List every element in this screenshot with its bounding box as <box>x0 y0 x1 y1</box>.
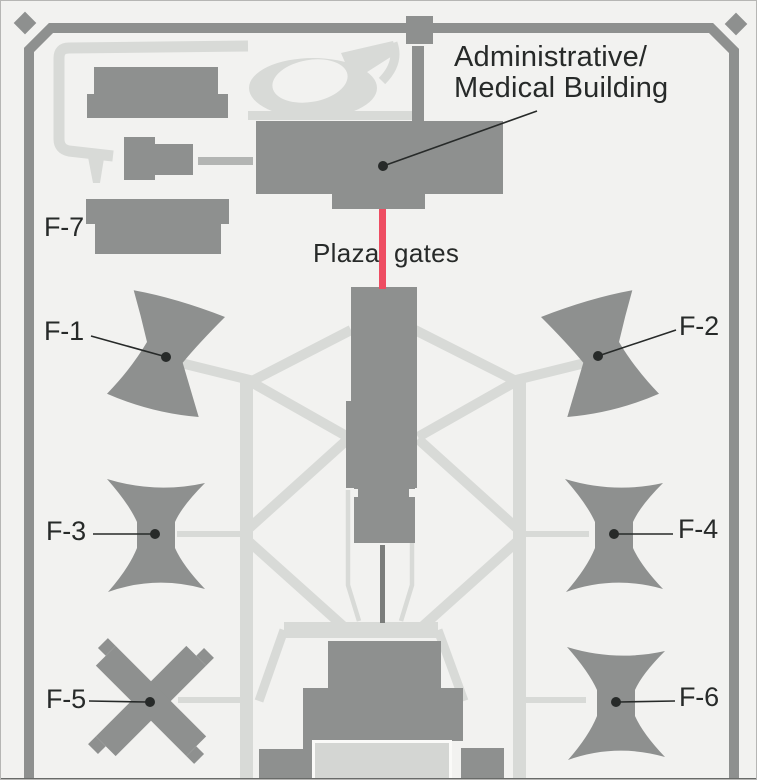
small-west-building <box>124 137 193 180</box>
courtyard <box>315 743 449 779</box>
plaza-cross-band <box>284 622 438 638</box>
plaza-building-top-tier <box>328 641 441 688</box>
east-descending-diagonal <box>419 535 524 630</box>
loop-road <box>53 40 249 162</box>
building-connector <box>198 157 253 165</box>
east-upper-diagonal <box>412 325 517 385</box>
f1-spur-path <box>179 358 256 386</box>
callout-lines <box>88 110 677 703</box>
west-upper-diagonal <box>249 325 354 386</box>
f2-callout-dot <box>593 351 603 361</box>
east-mid-diagonal <box>415 377 518 442</box>
corner-diamond-right <box>724 12 748 36</box>
label-plaza-gates: Plaza gates <box>313 238 460 268</box>
tower-notches <box>351 489 416 497</box>
northwest-building <box>87 67 228 118</box>
building-f7 <box>86 199 229 254</box>
label-f5: F-5 <box>46 684 86 714</box>
perimeter-fence <box>24 23 739 779</box>
f6-callout-dot <box>611 697 621 707</box>
oval-to-gate-wedge <box>341 41 397 81</box>
plaza-gates-line <box>379 209 386 289</box>
oval-road-infield <box>272 59 348 103</box>
admin-callout-dot <box>378 161 388 171</box>
loop-road-spout <box>87 152 105 183</box>
gate-tower-square <box>406 16 433 44</box>
north-road-band <box>248 111 413 120</box>
admin-callout-line <box>385 110 538 166</box>
label-admin-line1: Administrative/ <box>454 41 648 73</box>
tower-west-walk <box>345 490 362 622</box>
map-crop-edge <box>1 778 756 779</box>
plaza-building-mid-tier <box>303 688 463 741</box>
west-perimeter-diagonal <box>254 628 289 703</box>
f1-callout-dot <box>161 352 171 362</box>
plaza-building-left-strip <box>303 741 313 779</box>
label-f7: F-7 <box>44 212 84 242</box>
label-admin-building: Administrative/ Medical Building <box>454 42 668 104</box>
f5-callout-dot <box>145 697 155 707</box>
f2-spur-path <box>510 358 587 386</box>
west-lower-diagonal <box>242 435 352 535</box>
tower-access-road <box>380 545 385 623</box>
east-lower-diagonal <box>414 435 524 535</box>
roads-layer <box>53 40 589 779</box>
gate-stem <box>412 46 424 122</box>
central-tower-building <box>346 287 417 543</box>
f1-callout-line <box>90 335 164 357</box>
buildings-layer <box>86 46 665 779</box>
label-admin-line2: Medical Building <box>454 72 669 104</box>
west-mid-diagonal <box>248 377 351 442</box>
f4-callout-dot <box>609 529 619 539</box>
plaza-building-right-wing <box>461 748 504 779</box>
plaza-building-left-wing <box>259 749 303 779</box>
label-f4: F-4 <box>678 514 718 544</box>
f6-callout-line <box>618 700 676 703</box>
f2-callout-line <box>600 329 677 356</box>
label-f2: F-2 <box>679 311 719 341</box>
f5-callout-line <box>88 700 148 703</box>
west-descending-diagonal <box>242 535 347 630</box>
label-f3: F-3 <box>46 516 86 546</box>
callout-dots <box>145 161 621 707</box>
label-f1: F-1 <box>44 316 84 346</box>
f3-callout-dot <box>150 529 160 539</box>
label-f6: F-6 <box>679 682 719 712</box>
corner-diamond-left <box>13 11 37 35</box>
